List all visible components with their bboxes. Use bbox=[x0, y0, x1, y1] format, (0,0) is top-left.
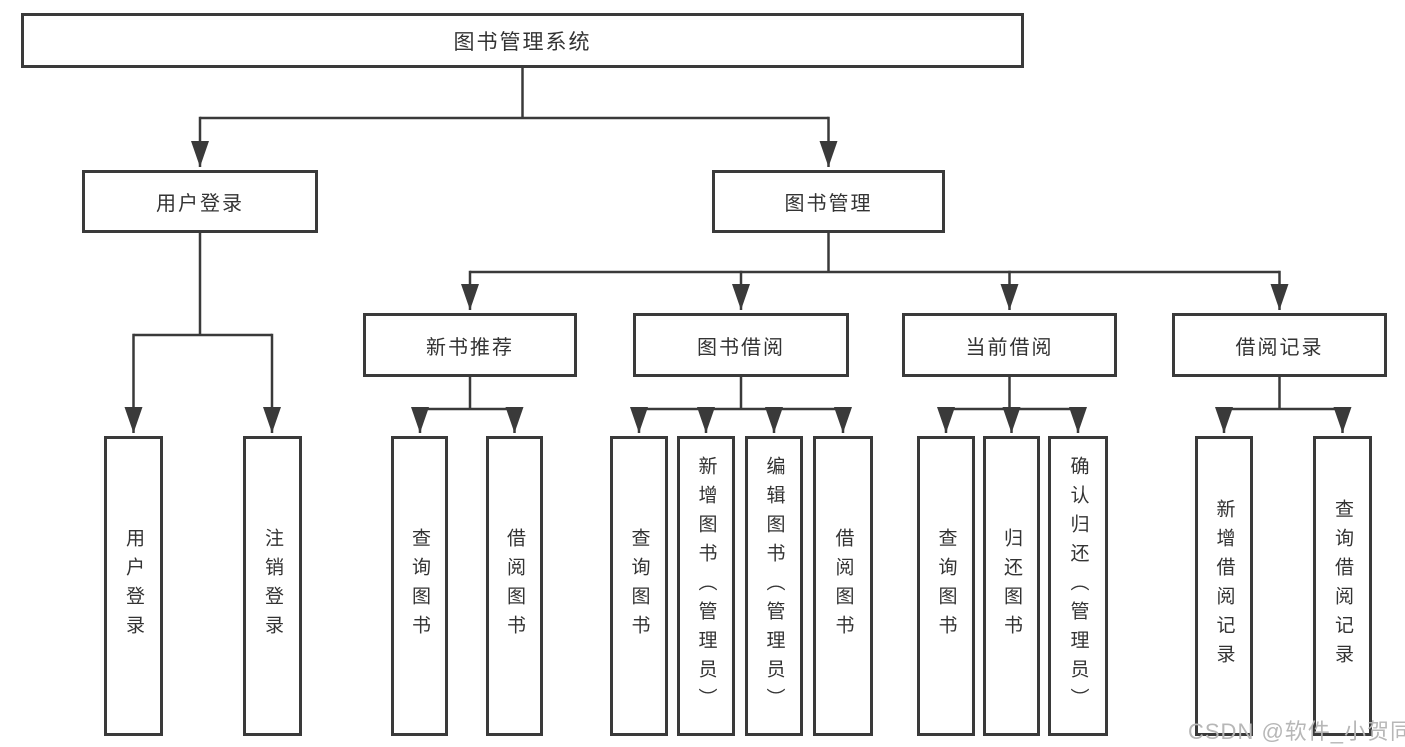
leaf-confirm-return-admin: 确认归还（管理员） bbox=[1048, 436, 1108, 736]
leaf-label: 用户登录 bbox=[123, 528, 144, 644]
node-user-login: 用户登录 bbox=[82, 170, 318, 233]
node-label: 图书管理 bbox=[784, 193, 873, 215]
leaf-add-borrow-record: 新增借阅记录 bbox=[1195, 436, 1253, 736]
leaf-user-login: 用户登录 bbox=[104, 436, 163, 736]
leaf-label: 编辑图书（管理员） bbox=[763, 455, 785, 717]
leaf-label: 借阅图书 bbox=[504, 528, 525, 644]
leaf-return-book: 归还图书 bbox=[983, 436, 1040, 736]
leaf-query-books-current: 查询图书 bbox=[917, 436, 975, 736]
node-label: 图书管理系统 bbox=[453, 30, 592, 54]
node-book-management: 图书管理 bbox=[712, 170, 945, 233]
leaf-label: 新增图书（管理员） bbox=[695, 455, 717, 717]
node-label: 图书借阅 bbox=[697, 336, 785, 359]
leaf-label: 查询图书 bbox=[935, 528, 957, 644]
leaf-borrow-books: 借阅图书 bbox=[813, 436, 873, 736]
leaf-logout: 注销登录 bbox=[243, 436, 302, 736]
node-label: 新书推荐 bbox=[426, 336, 514, 359]
leaf-label: 借阅图书 bbox=[832, 528, 854, 644]
node-label: 借阅记录 bbox=[1235, 336, 1324, 359]
leaf-edit-book-admin: 编辑图书（管理员） bbox=[745, 436, 803, 736]
leaf-label: 确认归还（管理员） bbox=[1067, 455, 1089, 717]
node-new-book-recommendation: 新书推荐 bbox=[363, 313, 577, 377]
leaf-label: 归还图书 bbox=[1001, 528, 1022, 644]
leaf-label: 注销登录 bbox=[262, 528, 283, 644]
leaf-label: 新增借阅记录 bbox=[1213, 499, 1235, 673]
node-label: 当前借阅 bbox=[965, 336, 1054, 359]
leaf-add-book-admin: 新增图书（管理员） bbox=[677, 436, 735, 736]
node-library-management-system: 图书管理系统 bbox=[21, 13, 1024, 68]
leaf-label: 查询借阅记录 bbox=[1332, 499, 1353, 673]
leaf-query-books-borrow: 查询图书 bbox=[610, 436, 668, 736]
node-borrowing-records: 借阅记录 bbox=[1172, 313, 1387, 377]
csdn-watermark: CSDN @软件_小贺同学 bbox=[1188, 719, 1405, 744]
node-label: 用户登录 bbox=[156, 193, 244, 215]
node-book-borrowing: 图书借阅 bbox=[633, 313, 849, 377]
leaf-label: 查询图书 bbox=[628, 528, 650, 644]
node-current-borrowing: 当前借阅 bbox=[902, 313, 1117, 377]
leaf-query-borrow-record: 查询借阅记录 bbox=[1313, 436, 1372, 736]
leaf-borrow-books-recommend: 借阅图书 bbox=[486, 436, 543, 736]
leaf-query-books-recommend: 查询图书 bbox=[391, 436, 448, 736]
leaf-label: 查询图书 bbox=[409, 528, 430, 644]
